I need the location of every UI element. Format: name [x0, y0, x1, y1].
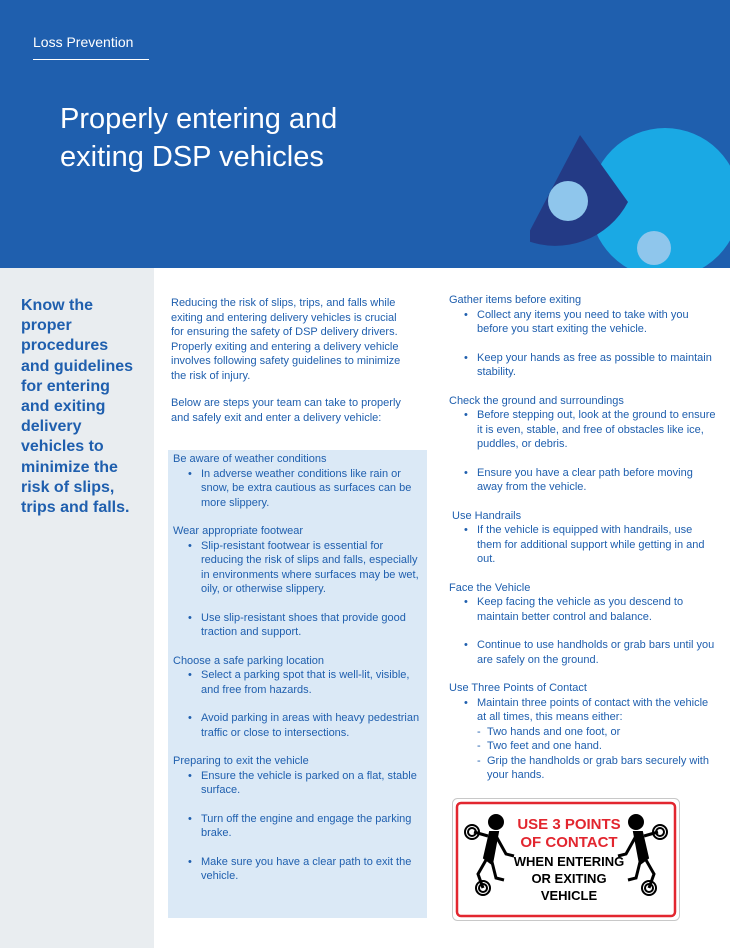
intro-text: Reducing the risk of slips, trips, and f… [171, 296, 411, 438]
section-title: Preparing to exit the vehicle [173, 755, 309, 767]
section-handrails: Use Handrails If the vehicle is equipped… [449, 509, 719, 567]
brand-underline [33, 59, 149, 60]
three-points-safety-sign: USE 3 POINTS OF CONTACT WHEN ENTERING OR… [452, 798, 680, 921]
light-circle-shape [548, 181, 588, 221]
climber-right-icon [617, 814, 668, 896]
page-title: Properly entering and exiting DSP vehicl… [60, 100, 480, 176]
dash-item: Grip the handholds or grab bars securely… [477, 754, 719, 783]
bullet-item: Maintain three points of contact with th… [464, 696, 719, 725]
sign-line-1: USE 3 POINTS [517, 816, 620, 833]
bullet-item: Select a parking spot that is well-lit, … [188, 668, 425, 697]
bullet-list: Before stepping out, look at the ground … [449, 408, 719, 495]
sign-line-4: OR EXITING [531, 871, 606, 886]
bullet-item: Keep your hands as free as possible to m… [464, 351, 719, 380]
sign-line-2: OF CONTACT [520, 834, 617, 851]
bullet-list: Maintain three points of contact with th… [449, 696, 719, 725]
sidebar-panel [0, 268, 154, 948]
climber-left-icon [464, 814, 515, 896]
lead-callout: Know the proper procedures and guideline… [21, 297, 134, 517]
bullet-list: Select a parking spot that is well-lit, … [173, 668, 425, 740]
section-preparing: Preparing to exit the vehicle Ensure the… [173, 754, 425, 884]
column-right-sections: Gather items before exiting Collect any … [449, 293, 719, 797]
bullet-list: Ensure the vehicle is parked on a flat, … [173, 769, 425, 884]
sign-line-3: WHEN ENTERING [514, 854, 625, 869]
bullet-item: Avoid parking in areas with heavy pedest… [188, 711, 425, 740]
section-title: Use Handrails [452, 509, 522, 522]
bullet-item: Before stepping out, look at the ground … [464, 408, 719, 452]
section-weather: Be aware of weather conditions In advers… [173, 452, 425, 510]
title-line-2: exiting DSP vehicles [60, 141, 324, 173]
bullet-list: If the vehicle is equipped with handrail… [449, 523, 719, 567]
sign-red-border [455, 801, 677, 918]
section-footwear: Wear appropriate footwear Slip-resistant… [173, 524, 425, 640]
section-gather-items: Gather items before exiting Collect any … [449, 293, 719, 380]
decorative-circles-graphic [530, 128, 730, 268]
bullet-item: Ensure the vehicle is parked on a flat, … [188, 769, 425, 798]
intro-paragraph-1: Reducing the risk of slips, trips, and f… [171, 297, 401, 382]
bullet-list: Slip-resistant footwear is essential for… [173, 539, 425, 640]
section-title: Be aware of weather conditions [173, 453, 327, 465]
bullet-item: Slip-resistant footwear is essential for… [188, 539, 425, 597]
bullet-list: Collect any items you need to take with … [449, 308, 719, 380]
intro-paragraph-2: Below are steps your team can take to pr… [171, 397, 401, 424]
bullet-item: Use slip-resistant shoes that provide go… [188, 611, 425, 640]
bullet-item: If the vehicle is equipped with handrail… [464, 523, 719, 567]
section-title: Use Three Points of Contact [449, 682, 587, 694]
bullet-list: Keep facing the vehicle as you descend t… [449, 595, 719, 667]
section-check-ground: Check the ground and surroundings Before… [449, 394, 719, 495]
bullet-item: Keep facing the vehicle as you descend t… [464, 595, 719, 624]
cyan-circle-shape [590, 128, 730, 268]
dash-item: Two hands and one foot, or [477, 725, 719, 740]
bullet-item: Turn off the engine and engage the parki… [188, 812, 425, 841]
bullet-list: In adverse weather conditions like rain … [173, 467, 425, 511]
section-title: Wear appropriate footwear [173, 525, 304, 537]
section-title: Face the Vehicle [449, 581, 531, 594]
dash-item: Two feet and one hand. [477, 739, 719, 754]
header-banner: Loss Prevention Properly entering and ex… [0, 0, 730, 268]
small-light-circle-shape [637, 231, 671, 265]
section-three-points: Use Three Points of Contact Maintain thr… [449, 681, 719, 783]
column-middle-sections: Be aware of weather conditions In advers… [173, 452, 425, 898]
section-face-vehicle: Face the Vehicle Keep facing the vehicle… [449, 581, 719, 668]
bullet-item: Make sure you have a clear path to exit … [188, 855, 425, 884]
bullet-item: Continue to use handholds or grab bars u… [464, 638, 719, 667]
title-line-1: Properly entering and [60, 103, 338, 135]
dash-list: Two hands and one foot, or Two feet and … [449, 725, 719, 783]
section-title: Choose a safe parking location [173, 654, 325, 667]
section-title: Check the ground and surroundings [449, 394, 624, 407]
section-title: Gather items before exiting [449, 294, 582, 306]
sign-line-5: VEHICLE [541, 888, 598, 903]
brand-label: Loss Prevention [33, 34, 134, 50]
bullet-item: Ensure you have a clear path before movi… [464, 466, 719, 495]
bullet-item: Collect any items you need to take with … [464, 308, 719, 337]
section-parking: Choose a safe parking location Select a … [173, 654, 425, 741]
bullet-item: In adverse weather conditions like rain … [188, 467, 425, 511]
